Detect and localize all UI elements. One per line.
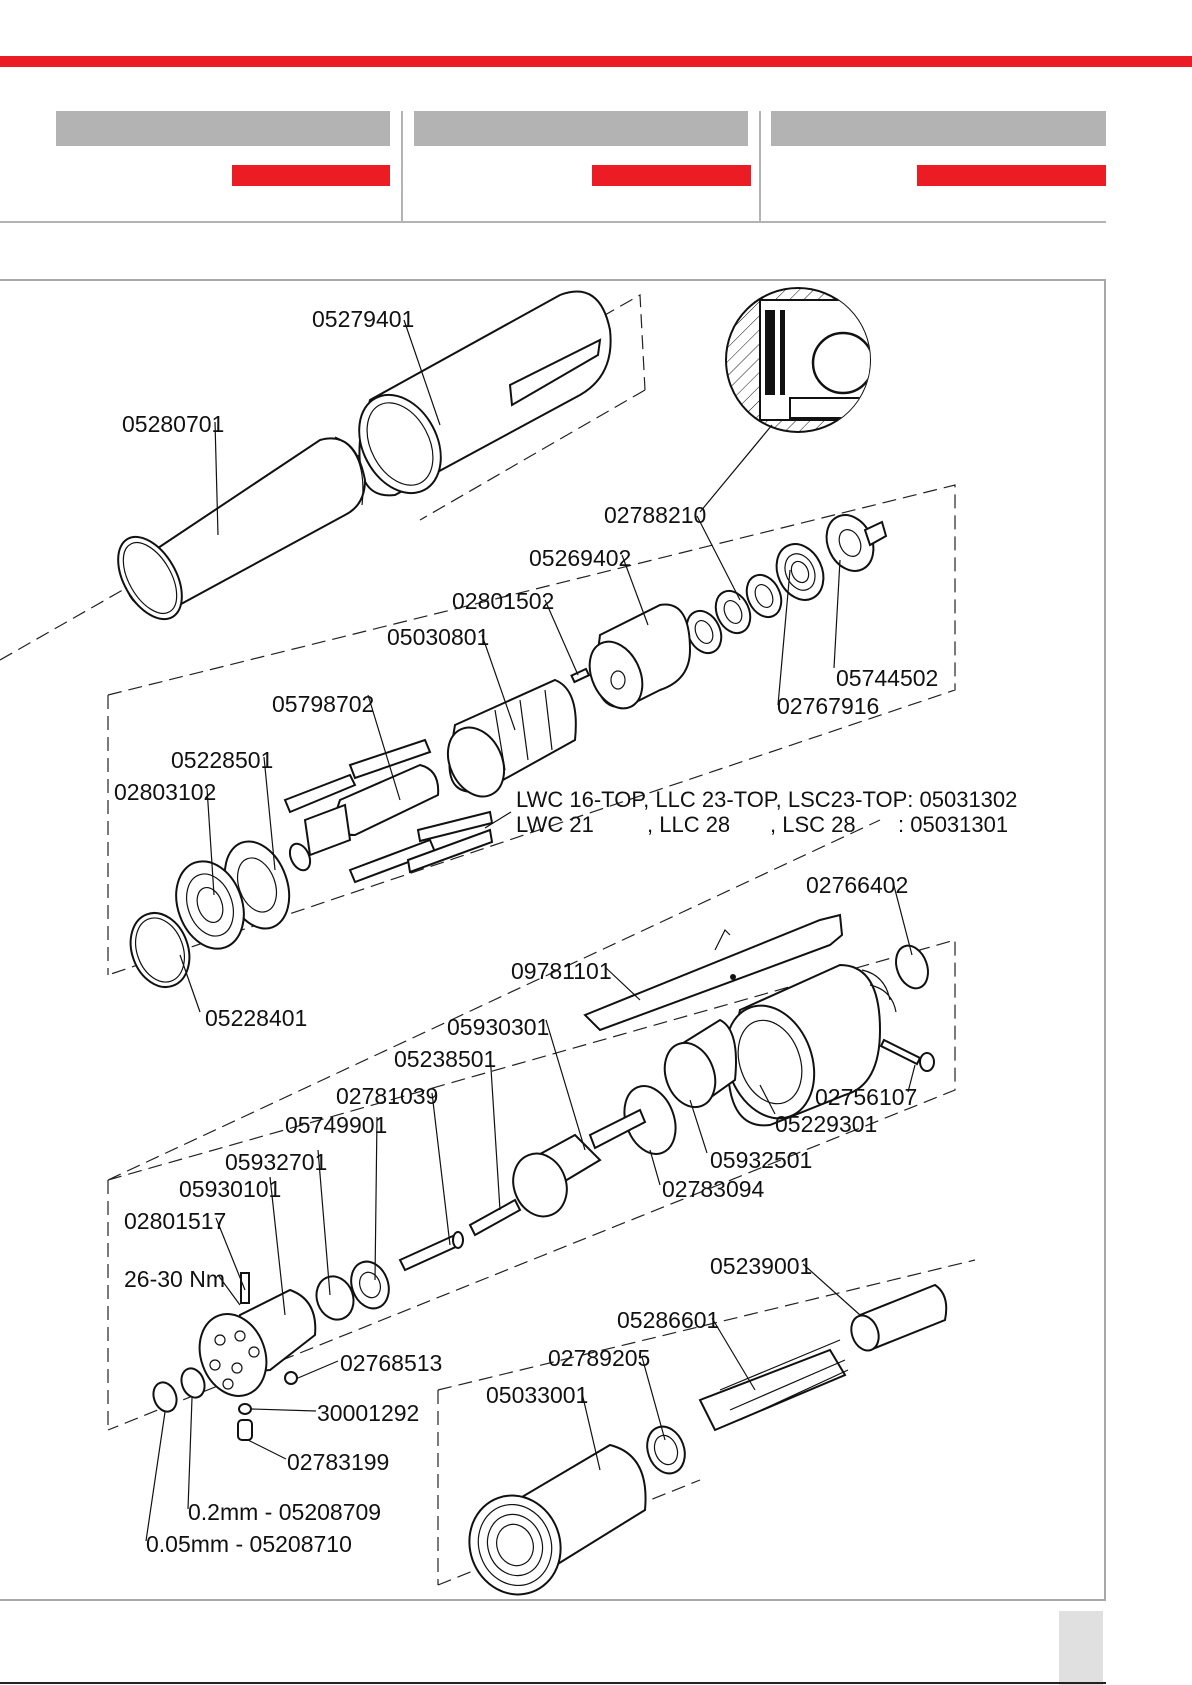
label-30001292: 30001292	[317, 1400, 419, 1426]
spring-05238501	[468, 1198, 522, 1237]
column-divider-1	[401, 111, 403, 221]
front-bearing-stack	[129, 840, 291, 988]
label-02766402: 02766402	[806, 872, 908, 898]
clamp-02789205	[646, 1425, 686, 1475]
part-labels: 05279401 05280701 02788210 05269402 0280…	[114, 306, 1017, 1557]
label-05932701: 05932701	[225, 1149, 327, 1175]
label-05239001: 05239001	[710, 1253, 812, 1279]
rotor-05798702	[283, 738, 494, 884]
column-1-title-bar	[56, 111, 390, 146]
column-divider-2	[759, 111, 761, 221]
label-05744502: 05744502	[836, 665, 938, 691]
label-02801502: 02801502	[452, 588, 554, 614]
variant-note-line2-d: : 05031301	[898, 812, 1008, 837]
label-05930301: 05930301	[447, 1014, 549, 1040]
column-1-tag	[232, 165, 390, 186]
column-2-tag	[592, 165, 751, 186]
label-05229301: 05229301	[775, 1111, 877, 1137]
label-05033001: 05033001	[486, 1382, 588, 1408]
housing-05229301	[724, 963, 897, 1127]
label-05228501: 05228501	[171, 747, 273, 773]
screw-30001292	[238, 1403, 252, 1415]
label-shim-005mm: 0.05mm - 05208710	[146, 1531, 352, 1557]
label-05280701: 05280701	[122, 411, 224, 437]
label-02768513: 02768513	[340, 1350, 442, 1376]
label-05798702: 05798702	[272, 691, 374, 717]
diagram-frame	[0, 279, 1106, 1601]
pin-02781039	[398, 1231, 464, 1272]
washer-05932701	[315, 1275, 355, 1321]
label-05930101: 05930101	[179, 1176, 281, 1202]
head-05930101	[198, 1288, 317, 1397]
pin-02801502	[570, 667, 591, 684]
lever-09781101	[583, 913, 844, 1032]
rear-bearing-group	[685, 514, 888, 655]
leader-lines	[145, 319, 916, 1542]
screw-02756107	[879, 1038, 935, 1072]
label-02767916: 02767916	[777, 693, 879, 719]
header-rule	[0, 221, 1106, 223]
label-02783199: 02783199	[287, 1449, 389, 1475]
shim-05208709	[180, 1367, 206, 1399]
valve-05930301	[512, 1108, 647, 1218]
plug-02783199	[237, 1419, 253, 1441]
label-05030801: 05030801	[387, 624, 489, 650]
variant-note-line2-b: , LLC 28	[647, 812, 730, 837]
label-09781101: 09781101	[511, 958, 612, 984]
tube-05280701	[117, 436, 367, 621]
page-number-tab	[1059, 1611, 1103, 1685]
cylinder-05269402	[588, 603, 692, 710]
pin-02801517	[240, 1272, 250, 1304]
label-05932501: 05932501	[710, 1147, 812, 1173]
brush-05286601	[698, 1339, 849, 1432]
label-05279401: 05279401	[312, 306, 414, 332]
seal-detail-callout	[699, 287, 871, 513]
ball-02768513	[284, 1371, 298, 1385]
variant-note-line2-c: , LSC 28	[770, 812, 856, 837]
label-02789205: 02789205	[548, 1345, 650, 1371]
label-05238501: 05238501	[394, 1046, 496, 1072]
column-3-title-bar	[771, 111, 1106, 146]
top-accent-bar	[0, 56, 1192, 67]
footer-rule	[0, 1682, 1106, 1684]
label-05228401: 05228401	[205, 1005, 307, 1031]
shim-05208710	[152, 1381, 178, 1413]
tube-05239001	[850, 1283, 948, 1352]
hose-05033001	[468, 1443, 647, 1596]
label-05749901: 05749901	[285, 1112, 387, 1138]
label-02803102: 02803102	[114, 779, 216, 805]
label-02781039: 02781039	[336, 1083, 438, 1109]
gear-05749901	[350, 1260, 390, 1310]
label-02783094: 02783094	[662, 1176, 765, 1202]
ring-05932501	[663, 1018, 737, 1109]
snap-ring-02766402	[895, 944, 929, 990]
variant-note-line1: LWC 16-TOP, LLC 23-TOP, LSC23-TOP: 05031…	[516, 787, 1017, 812]
label-02788210: 02788210	[604, 502, 706, 528]
column-2-title-bar	[414, 111, 748, 146]
label-02801517: 02801517	[124, 1208, 226, 1234]
label-05269402: 05269402	[529, 545, 631, 571]
housing-05030801	[446, 678, 577, 798]
sleeve-05279401	[358, 290, 612, 497]
variant-note-line2-a: LWC 21	[516, 812, 594, 837]
label-torque: 26-30 Nm	[124, 1266, 225, 1292]
label-shim-02mm: 0.2mm - 05208709	[188, 1499, 381, 1525]
column-3-tag	[917, 165, 1106, 186]
label-05286601: 05286601	[617, 1307, 719, 1333]
label-02756107: 02756107	[815, 1084, 917, 1110]
